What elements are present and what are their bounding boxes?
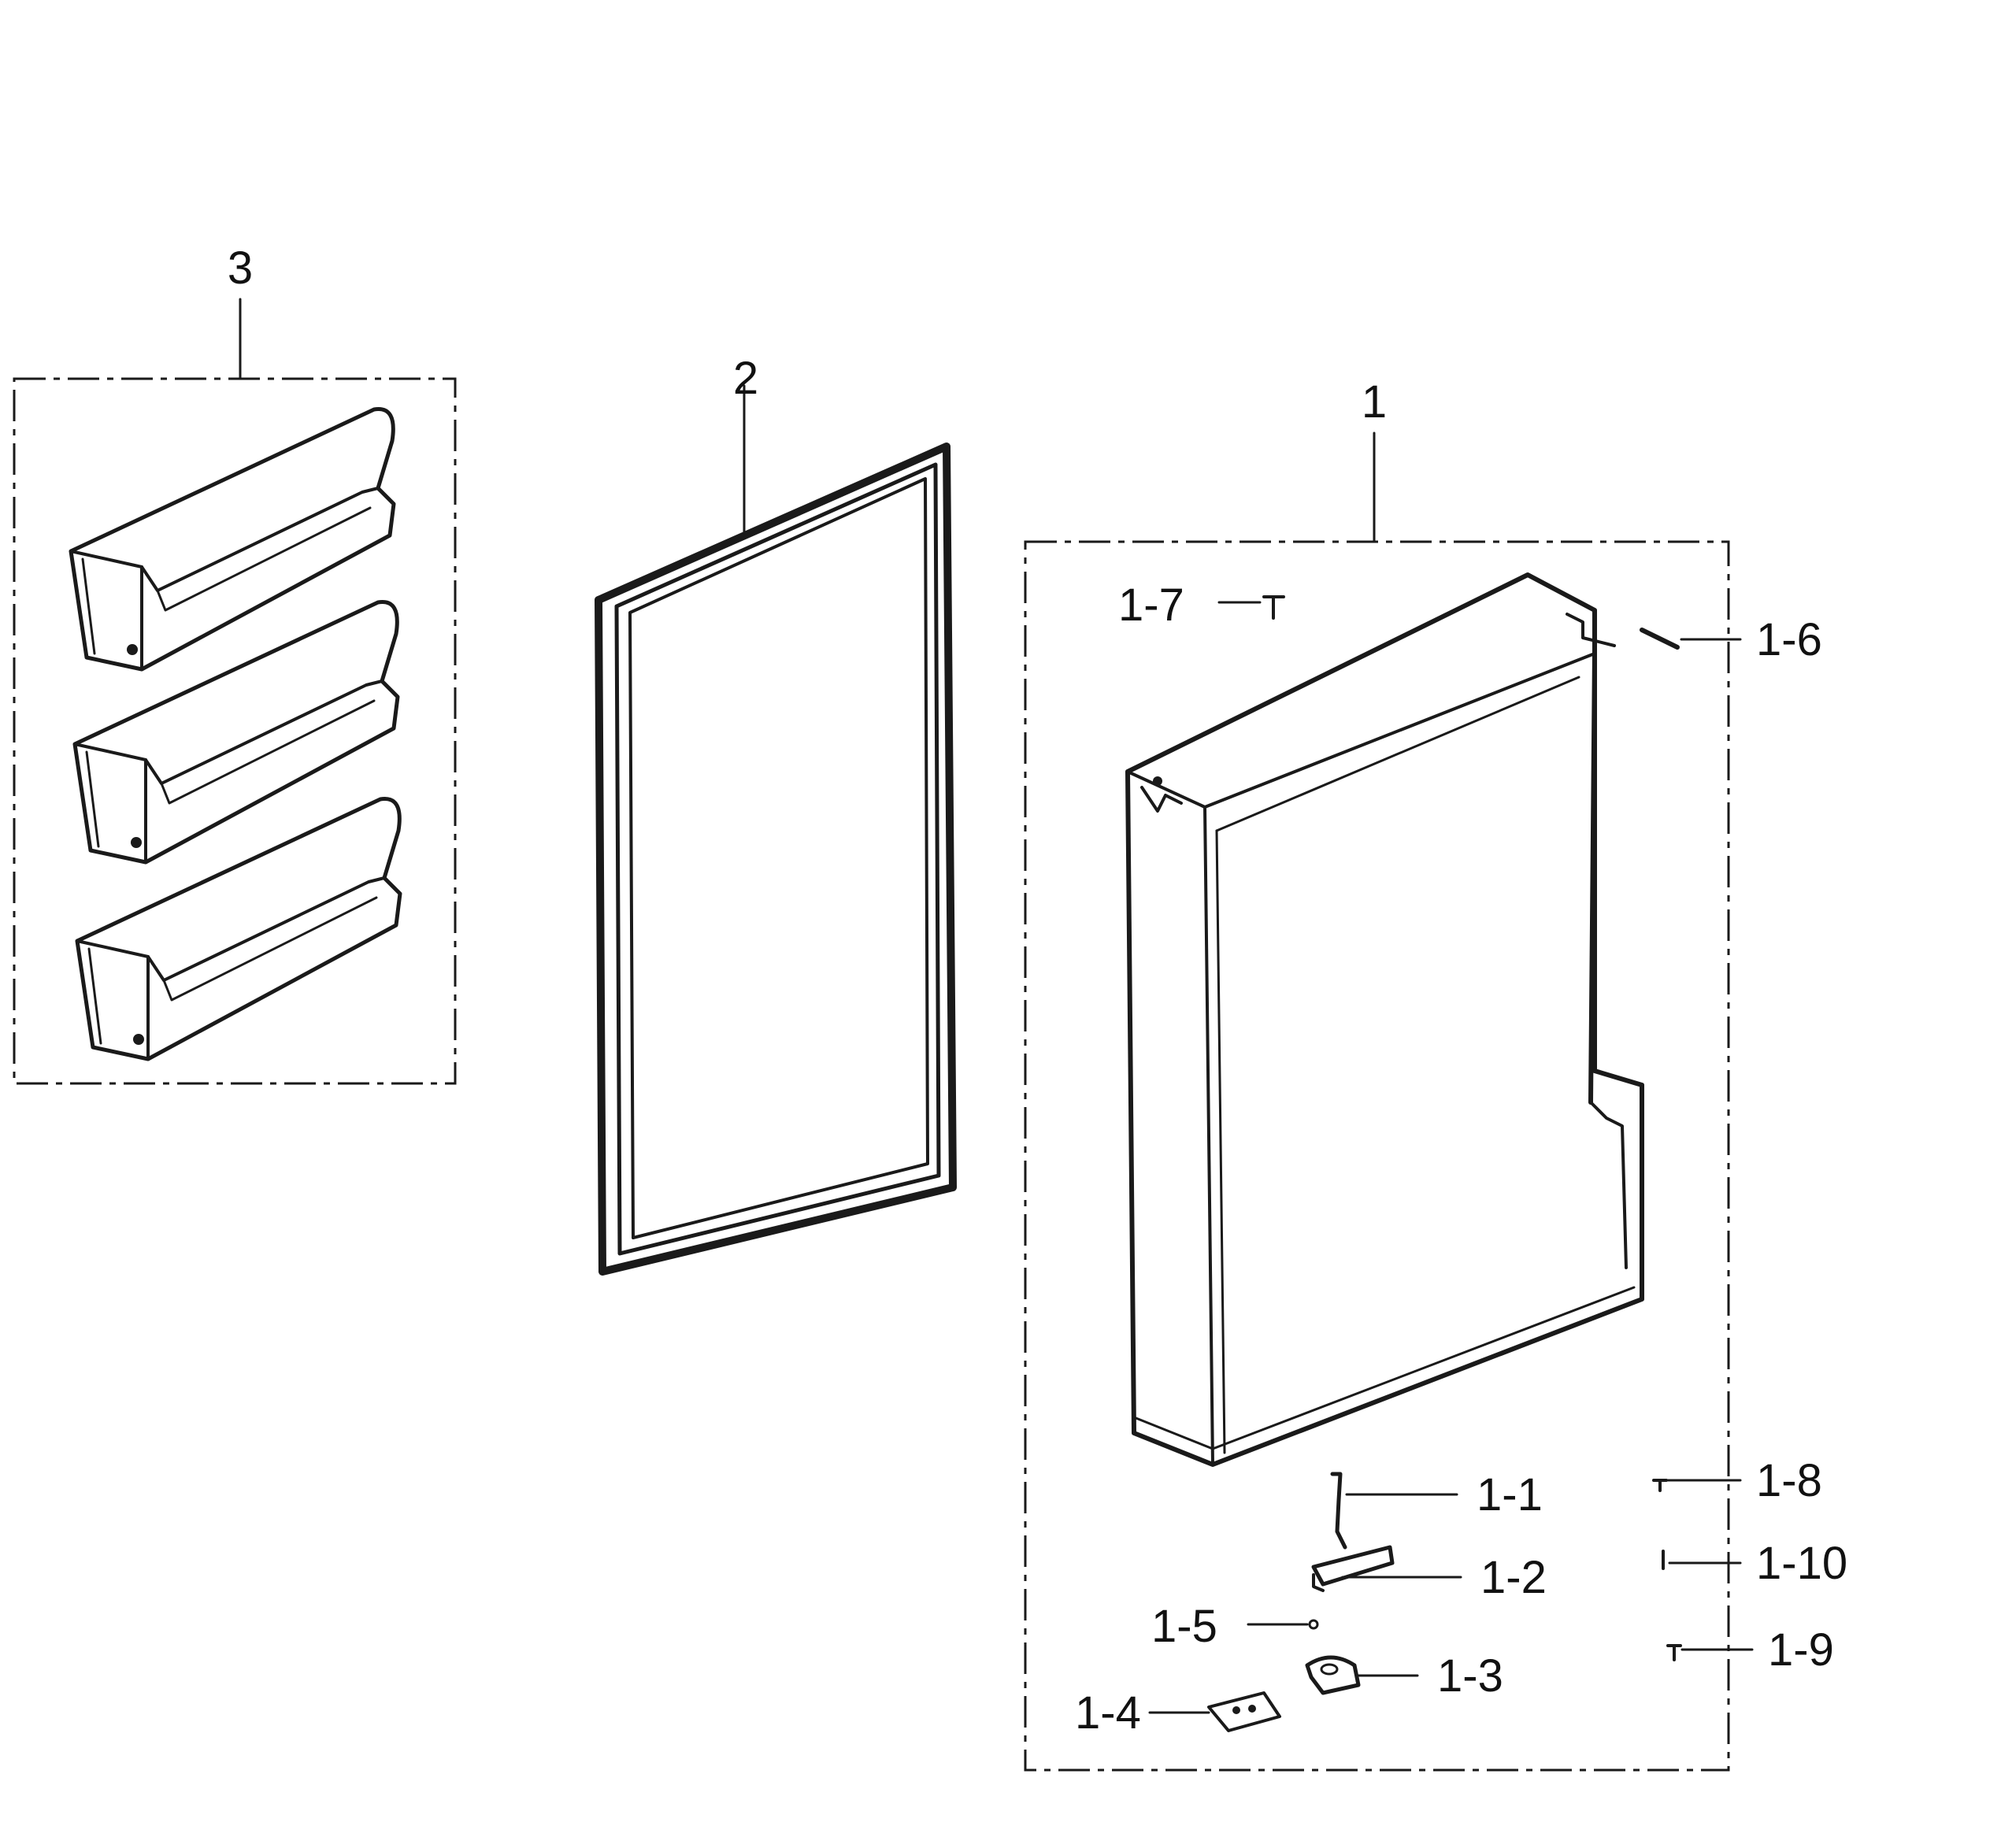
bins-group: 3	[13, 243, 457, 1085]
part-1-6-spring-icon	[1640, 628, 1742, 650]
part-1-7-label: 1-7	[1118, 580, 1184, 631]
part-1-7-screw-icon	[1217, 595, 1285, 620]
part-1-3-cam-icon	[1305, 1655, 1419, 1695]
part-1-5-label: 1-5	[1151, 1601, 1217, 1652]
part-1-9-screw-icon	[1666, 1644, 1754, 1661]
door-bin-bottom	[75, 797, 402, 1061]
part-1-8-screw-icon	[1652, 1479, 1742, 1492]
part-1-1-label: 1-1	[1477, 1469, 1543, 1520]
door-body	[1125, 572, 1644, 1467]
bins-group-label: 3	[228, 243, 253, 294]
part-1-2-label: 1-2	[1480, 1552, 1547, 1603]
door-bin-top	[69, 407, 396, 672]
door-gasket: 2	[595, 353, 957, 1276]
part-1-2-hinge-bracket-icon	[1311, 1545, 1462, 1592]
part-1-10-pin-icon	[1662, 1550, 1742, 1570]
part-1-5-washer-icon	[1247, 1619, 1319, 1630]
part-1-1-hinge-pin-icon	[1330, 1472, 1458, 1550]
bins-group-boundary	[13, 377, 457, 1085]
door-bin-middle	[72, 600, 400, 865]
door-assembly-label: 1	[1362, 376, 1387, 428]
part-1-4-plate-icon	[1148, 1691, 1281, 1732]
gasket-label: 2	[733, 353, 758, 404]
door-assembly-boundary	[1024, 540, 1730, 1772]
part-1-8-label: 1-8	[1756, 1455, 1822, 1506]
part-1-4-label: 1-4	[1075, 1687, 1141, 1739]
part-1-9-label: 1-9	[1768, 1624, 1834, 1676]
door-assembly-group: 1 1-7 1-6 1-1	[1024, 376, 1847, 1772]
part-1-3-label: 1-3	[1437, 1650, 1503, 1702]
part-1-10-label: 1-10	[1756, 1538, 1847, 1589]
part-1-6-label: 1-6	[1756, 614, 1822, 665]
